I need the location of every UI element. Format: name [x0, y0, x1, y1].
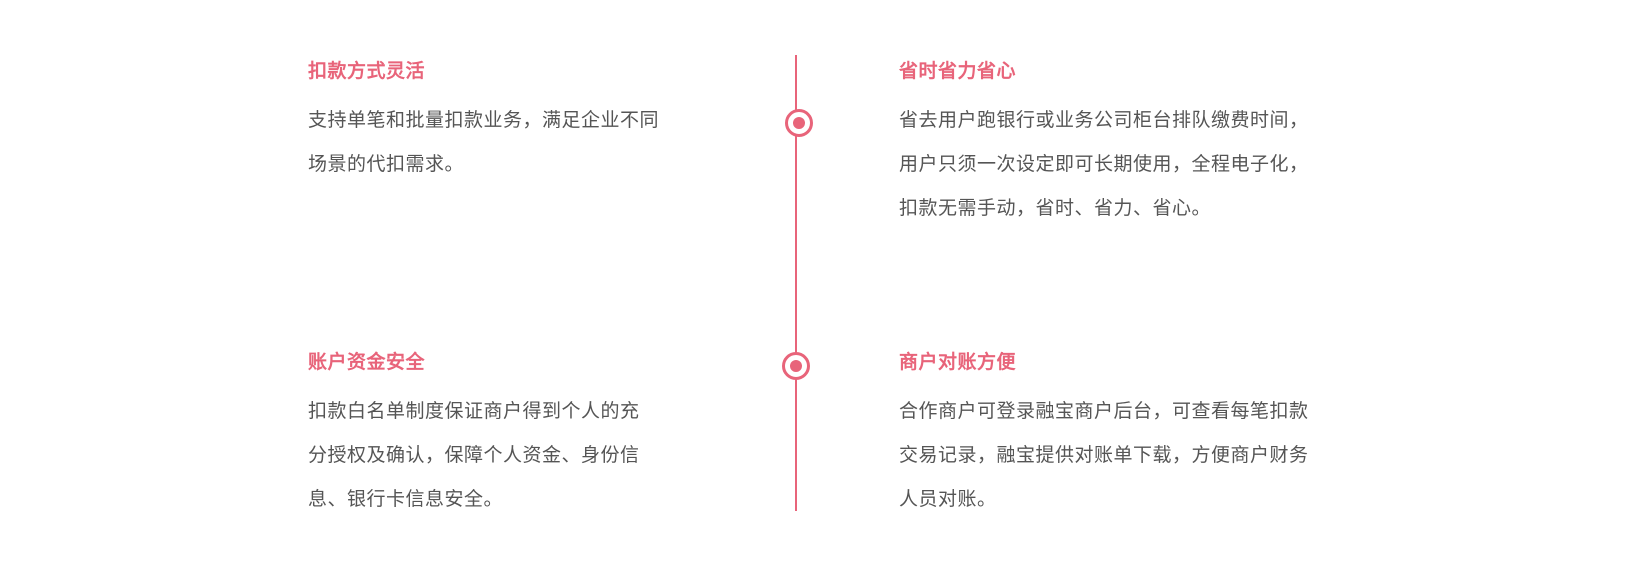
feature-description-line: 用户只须一次设定即可长期使用，全程电子化， [899, 153, 1309, 175]
feature-title: 账户资金安全 [308, 351, 426, 373]
feature-description-line: 扣款白名单制度保证商户得到个人的充 [308, 400, 640, 422]
feature-description: 支持单笔和批量扣款业务，满足企业不同 场景的代扣需求。 [308, 98, 708, 186]
feature-description-line: 合作商户可登录融宝商户后台，可查看每笔扣款 [899, 400, 1309, 422]
feature-title: 省时省力省心 [899, 60, 1017, 82]
timeline-dot-top [785, 109, 813, 137]
feature-title: 扣款方式灵活 [308, 60, 426, 82]
timeline-line [795, 55, 797, 511]
feature-description-line: 分授权及确认，保障个人资金、身份信 [308, 444, 640, 466]
feature-description-line: 人员对账。 [899, 488, 997, 510]
feature-description-line: 交易记录，融宝提供对账单下载，方便商户财务 [899, 444, 1309, 466]
feature-description-line: 扣款无需手动，省时、省力、省心。 [899, 197, 1212, 219]
feature-description: 合作商户可登录融宝商户后台，可查看每笔扣款 交易记录，融宝提供对账单下载，方便商… [899, 389, 1359, 521]
feature-title: 商户对账方便 [899, 351, 1017, 373]
feature-description-line: 省去用户跑银行或业务公司柜台排队缴费时间， [899, 109, 1309, 131]
feature-flexible-deduction: 扣款方式灵活 支持单笔和批量扣款业务，满足企业不同 场景的代扣需求。 [308, 58, 708, 186]
feature-description: 扣款白名单制度保证商户得到个人的充 分授权及确认，保障个人资金、身份信 息、银行… [308, 389, 708, 521]
feature-description-line: 场景的代扣需求。 [308, 153, 465, 175]
feature-description-line: 息、银行卡信息安全。 [308, 488, 504, 510]
feature-time-saving: 省时省力省心 省去用户跑银行或业务公司柜台排队缴费时间， 用户只须一次设定即可长… [899, 58, 1359, 230]
timeline-dot-bottom [782, 352, 810, 380]
feature-easy-reconciliation: 商户对账方便 合作商户可登录融宝商户后台，可查看每笔扣款 交易记录，融宝提供对账… [899, 349, 1359, 521]
feature-description-line: 支持单笔和批量扣款业务，满足企业不同 [308, 109, 660, 131]
feature-fund-security: 账户资金安全 扣款白名单制度保证商户得到个人的充 分授权及确认，保障个人资金、身… [308, 349, 708, 521]
feature-description: 省去用户跑银行或业务公司柜台排队缴费时间， 用户只须一次设定即可长期使用，全程电… [899, 98, 1359, 230]
